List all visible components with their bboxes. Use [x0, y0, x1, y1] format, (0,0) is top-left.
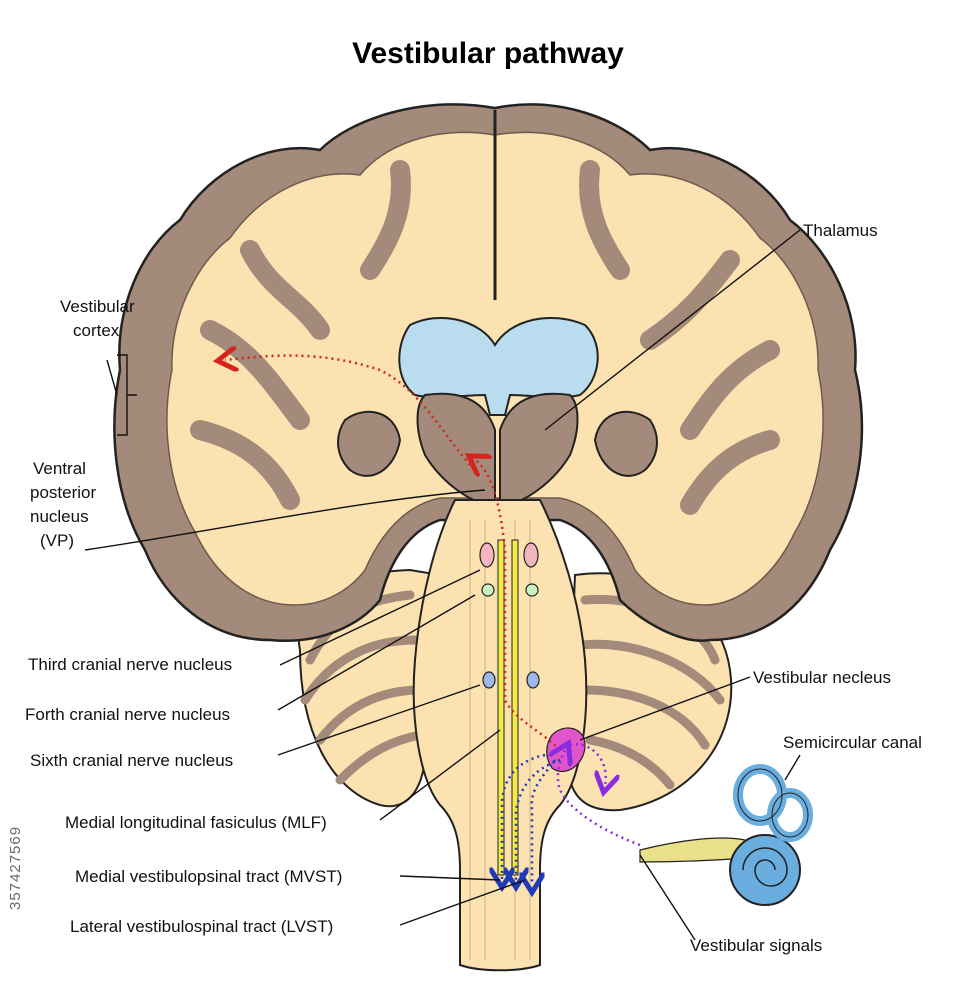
- ventricles: [398, 317, 599, 416]
- label-sixth-nucleus: Sixth cranial nerve nucleus: [30, 751, 233, 770]
- vestibular-cortex-bracket: [117, 354, 137, 436]
- label-ventral-1: Ventral: [33, 459, 86, 478]
- label-ventral-4: (VP): [40, 531, 74, 550]
- label-third-nucleus: Third cranial nerve nucleus: [28, 655, 232, 674]
- label-lvst: Lateral vestibulospinal tract (LVST): [70, 917, 333, 936]
- label-ventral-3: nucleus: [30, 507, 89, 526]
- leader-lines: [84, 229, 801, 941]
- label-mlf: Medial longitudinal fasiculus (MLF): [65, 813, 327, 832]
- inner-ear: [639, 764, 813, 906]
- label-vestibular-cortex-2: cortex: [73, 321, 120, 340]
- vestibular-cortex-leader: [106, 359, 118, 396]
- label-thalamus: Thalamus: [803, 221, 878, 240]
- label-vestibular-signals: Vestibular signals: [690, 936, 822, 955]
- stock-id: 357427569: [7, 826, 24, 910]
- label-vestibular-nucleus: Vestibular necleus: [753, 668, 891, 687]
- diagram-title: Vestibular pathway: [352, 37, 624, 70]
- label-fourth-nucleus: Forth cranial nerve nucleus: [25, 705, 230, 724]
- label-mvst: Medial vestibulopsinal tract (MVST): [75, 867, 342, 886]
- vestibular-pathway-arrows: [225, 356, 641, 885]
- label-semicircular-canal: Semicircular canal: [783, 733, 922, 752]
- label-vestibular-cortex-1: Vestibular: [60, 297, 135, 316]
- label-ventral-2: posterior: [30, 483, 96, 502]
- cerebrum: [113, 103, 864, 642]
